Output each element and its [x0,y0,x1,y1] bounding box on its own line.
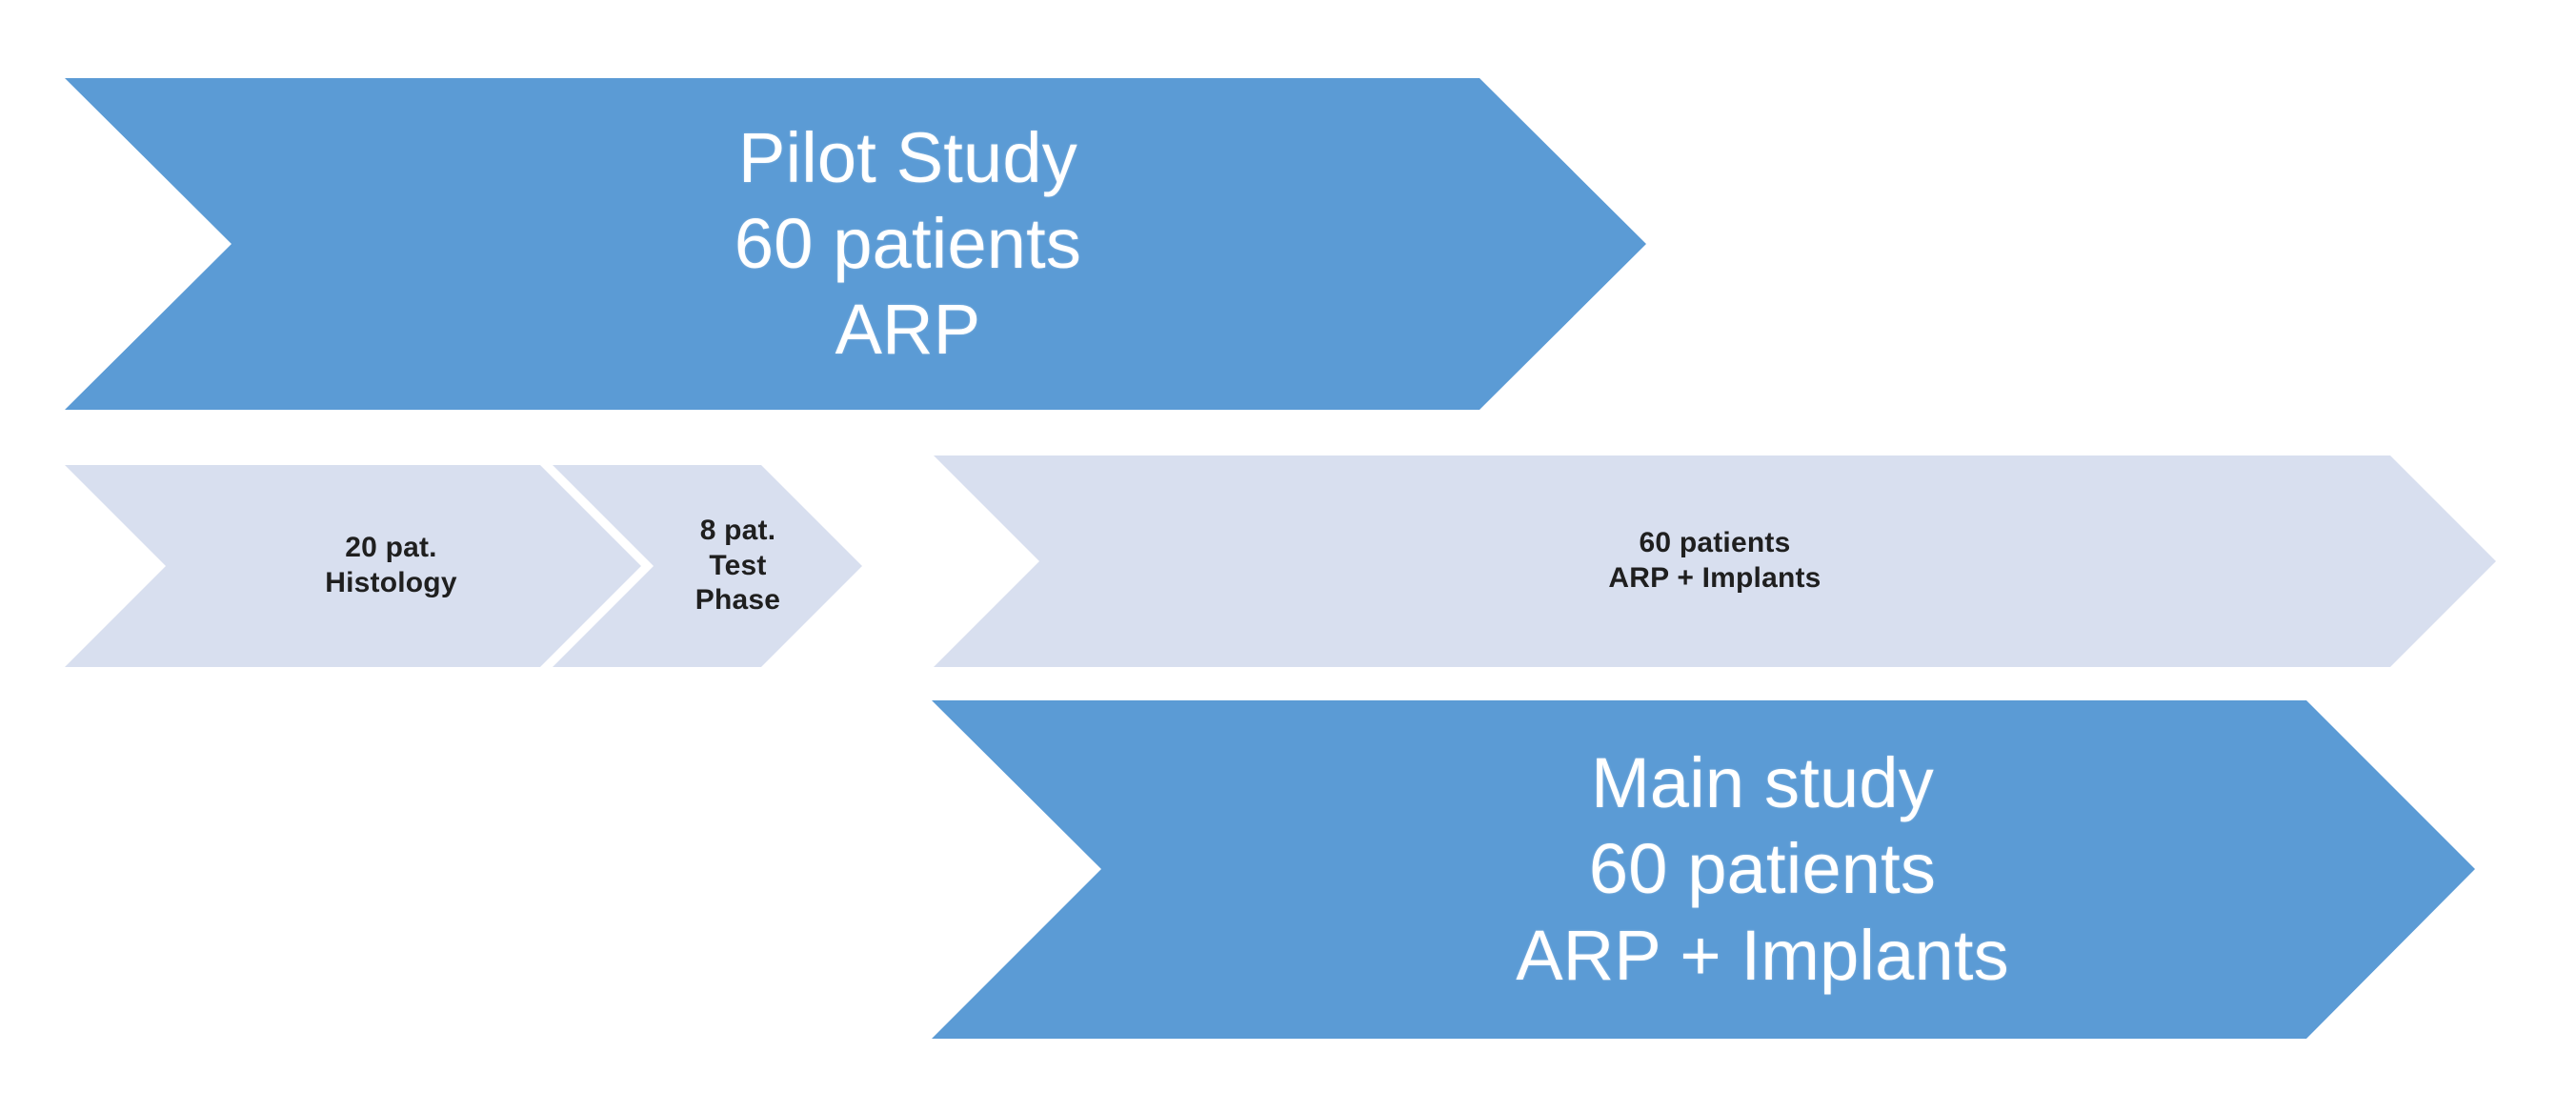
chevron-main-study-label: Main study 60 patients ARP + Implants [1516,743,2009,995]
chevron-sub-main-arp-implants: 60 patients ARP + Implants [934,455,2496,667]
chevron-histology: 20 pat. Histology [65,465,641,667]
chevron-histology-label: 20 pat. Histology [325,532,457,598]
chevron-sub-main-arp-implants-label: 60 patients ARP + Implants [1608,527,1821,594]
chevron-pilot-study-label: Pilot Study 60 patients ARP [734,117,1082,370]
chevron-pilot-study: Pilot Study 60 patients ARP [65,78,1646,410]
chevron-main-study: Main study 60 patients ARP + Implants [932,700,2475,1039]
